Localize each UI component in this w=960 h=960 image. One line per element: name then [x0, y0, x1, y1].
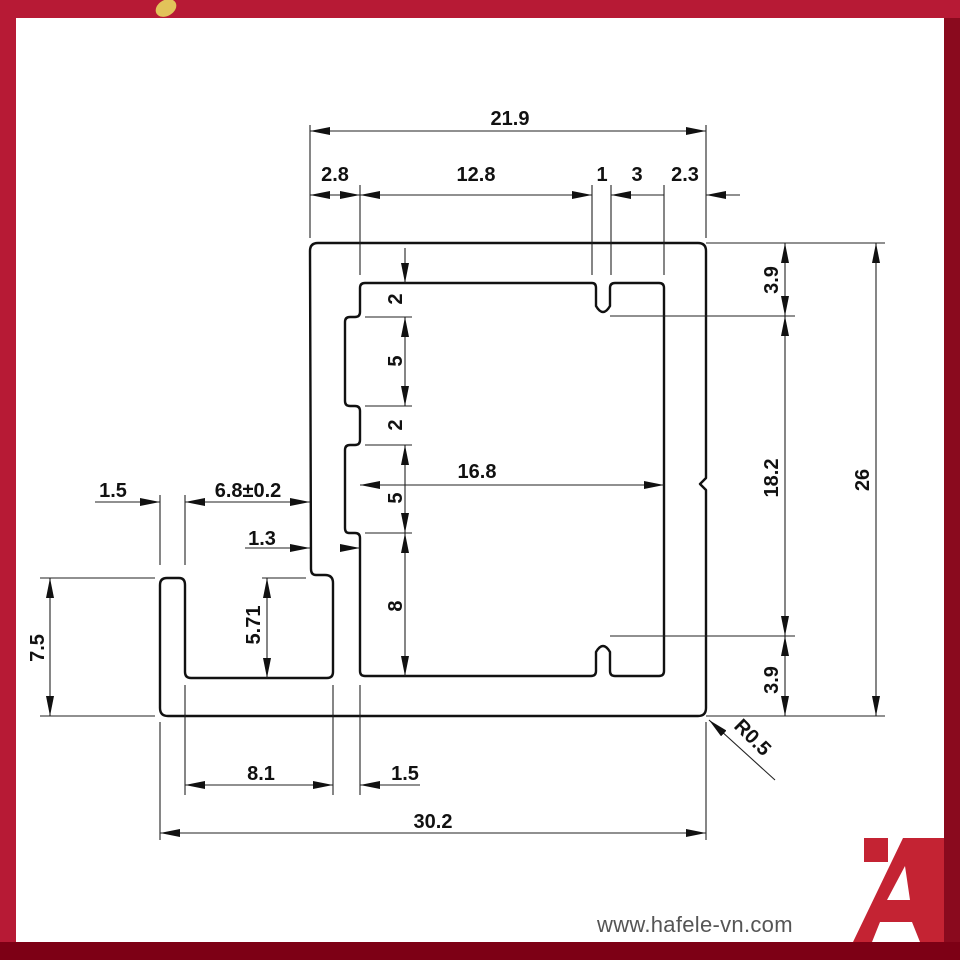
dim-label: 2.3 — [671, 164, 699, 186]
profile-outline — [158, 241, 708, 718]
radius-label: R0.5 — [730, 715, 775, 760]
dim-label: 26 — [852, 469, 874, 491]
dim-label: 8.1 — [247, 763, 275, 785]
dimension-lines — [46, 127, 880, 837]
dimension-labels: 21.9 2.8 12.8 1 3 2.3 3.9 18.2 3.9 26 2 … — [27, 108, 874, 833]
dim-label: 3.9 — [761, 266, 783, 294]
frame-border-right — [944, 18, 960, 960]
dim-label: 12.8 — [457, 164, 496, 186]
dim-label: 5.71 — [243, 606, 265, 645]
dim-label: 1 — [596, 164, 607, 186]
dim-label: 5 — [385, 492, 407, 503]
dim-label: 6.8±0.2 — [215, 480, 282, 502]
dim-label: 3 — [631, 164, 642, 186]
dim-label: 16.8 — [458, 461, 497, 483]
frame-border-bottom — [0, 942, 960, 960]
dim-label: 30.2 — [414, 811, 453, 833]
dim-label: 1.5 — [391, 763, 419, 785]
dim-label: 21.9 — [491, 108, 530, 130]
dim-label: 2.8 — [321, 164, 349, 186]
dim-label: 8 — [385, 600, 407, 611]
dim-label: 7.5 — [27, 634, 49, 662]
dim-label: 2 — [385, 293, 407, 304]
dim-label: 1.3 — [248, 528, 276, 550]
extension-lines — [40, 125, 885, 840]
website-url: www.hafele-vn.com — [597, 912, 793, 937]
dim-label: 1.5 — [99, 480, 127, 502]
dim-label: 3.9 — [761, 666, 783, 694]
profile-cavity — [343, 281, 666, 678]
dim-label: 2 — [385, 419, 407, 430]
hafele-logo — [853, 838, 944, 942]
dim-label: 18.2 — [761, 459, 783, 498]
drawing-sheet — [16, 18, 944, 942]
dim-label: 5 — [385, 355, 407, 366]
